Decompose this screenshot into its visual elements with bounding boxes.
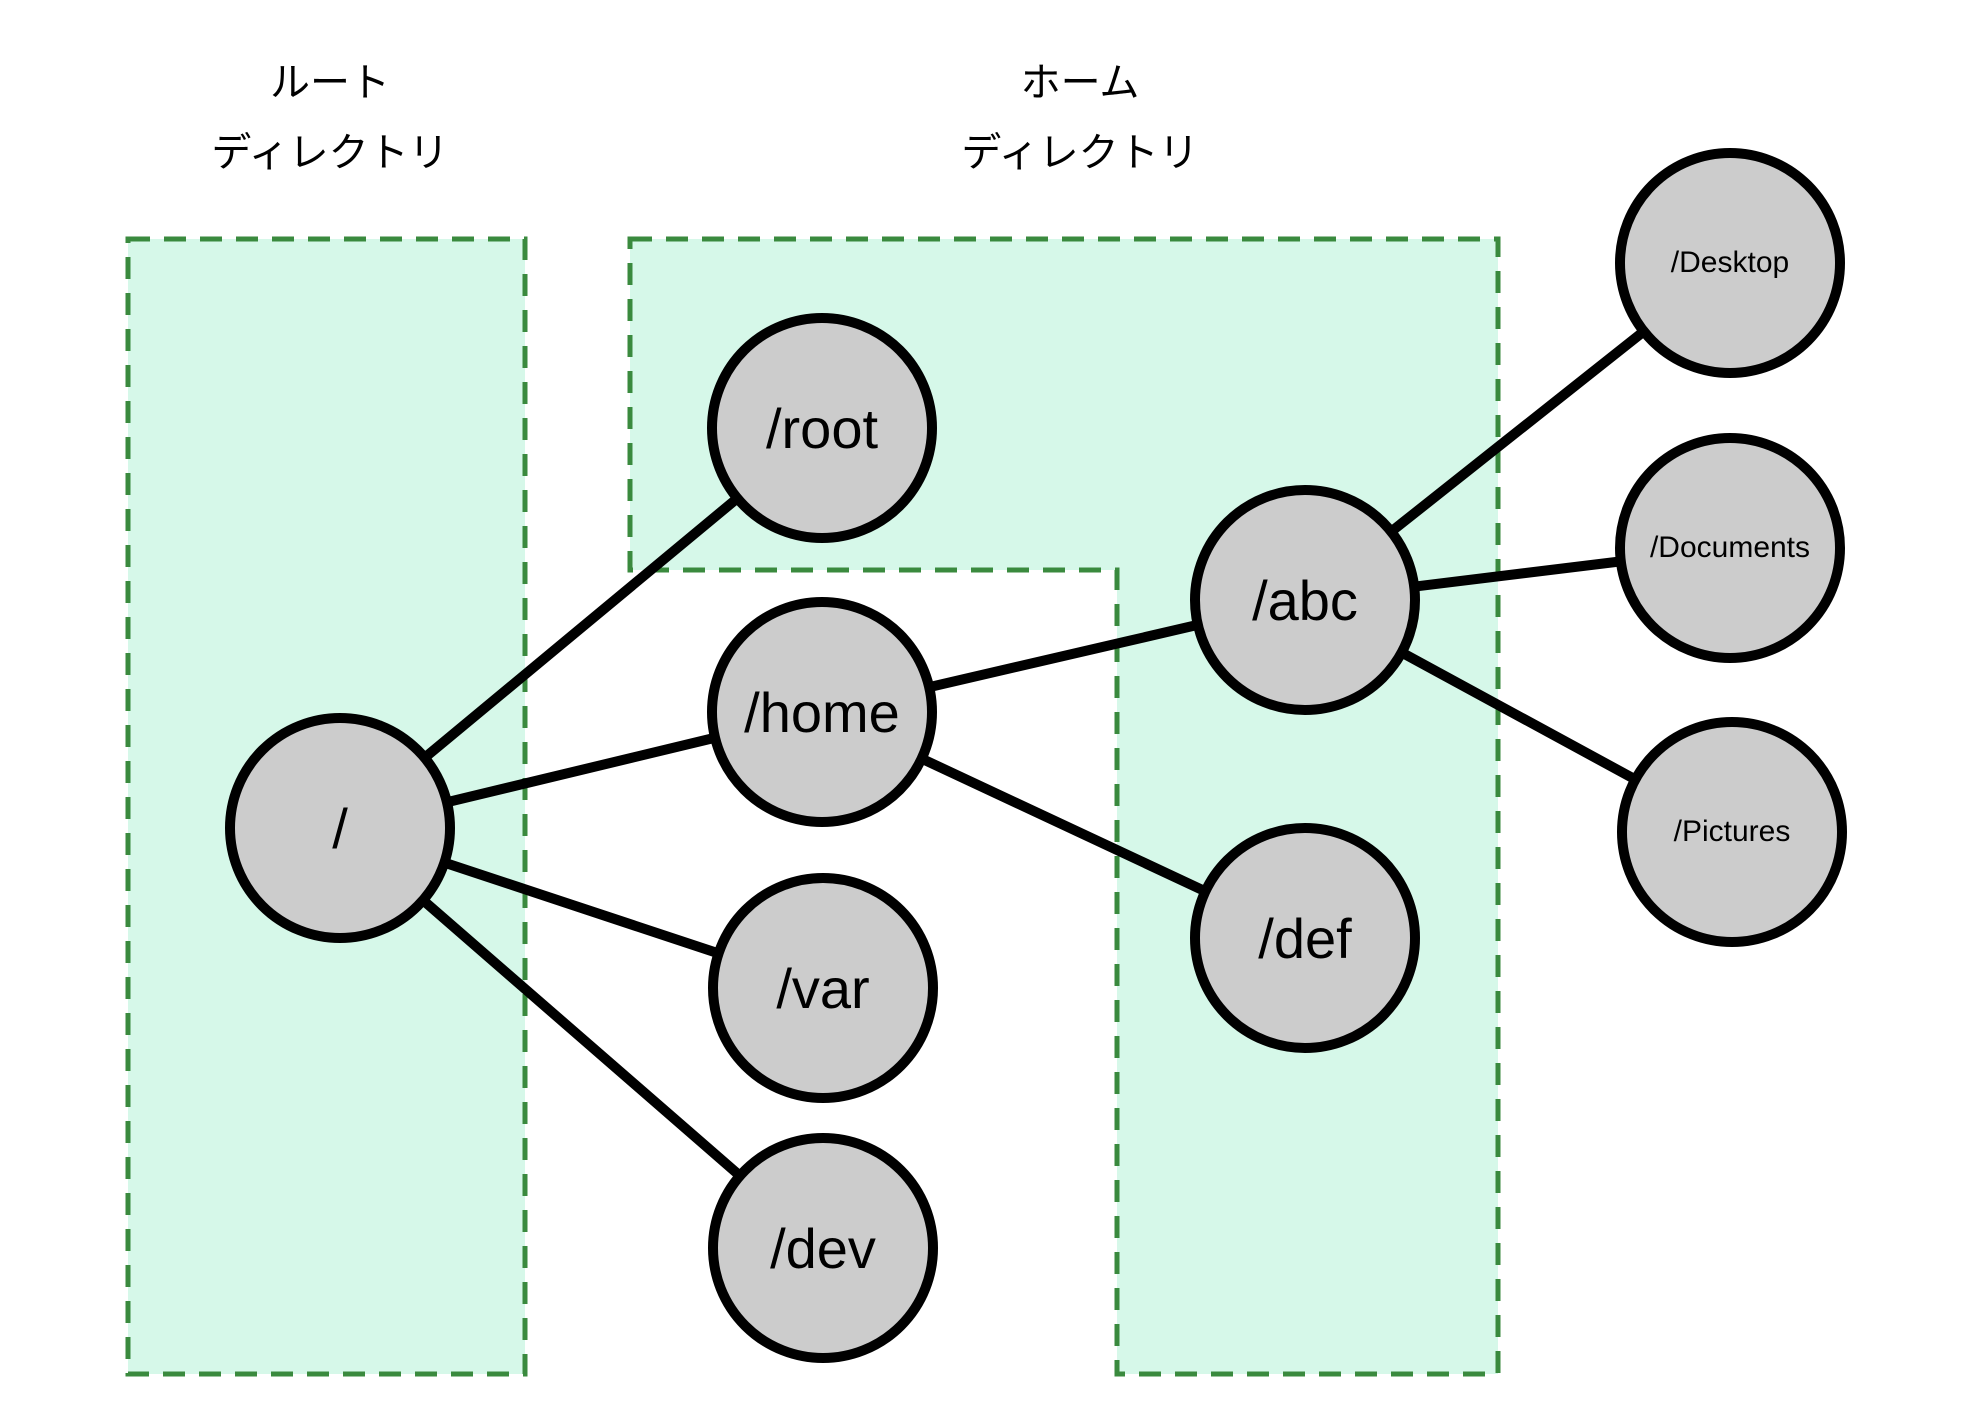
root-directory-label-line1: ルート	[270, 61, 390, 105]
node-abc-label: /abc	[1252, 568, 1358, 632]
root-directory-label-line2: ディレクトリ	[211, 131, 449, 175]
node-documents: /Documents	[1615, 433, 1845, 663]
node-def-label: /def	[1258, 906, 1352, 970]
node-desktop: /Desktop	[1615, 148, 1845, 378]
node-def: /def	[1190, 823, 1420, 1053]
node-home-label: /home	[744, 680, 900, 744]
node-pictures-label: /Pictures	[1673, 815, 1791, 848]
node-documents-label: /Documents	[1649, 531, 1811, 564]
node-dev: /dev	[708, 1133, 938, 1363]
node-abc: /abc	[1190, 485, 1420, 715]
node-pictures: /Pictures	[1617, 717, 1847, 947]
node-home: /home	[707, 597, 937, 827]
home-directory-label-line1: ホーム	[1020, 61, 1140, 105]
node-slash: /	[225, 713, 455, 943]
home-directory-label-line2: ディレクトリ	[961, 131, 1199, 175]
node-root-label: /root	[765, 396, 879, 460]
node-dev-label: /dev	[770, 1216, 876, 1280]
node-var-label: /var	[776, 956, 870, 1020]
node-root: /root	[707, 313, 937, 543]
node-var: /var	[708, 873, 938, 1103]
node-desktop-label: /Desktop	[1670, 246, 1790, 279]
node-slash-label: /	[332, 796, 348, 860]
root-directory-label: ルート ディレクトリ	[130, 48, 530, 188]
home-directory-label: ホーム ディレクトリ	[880, 48, 1280, 188]
